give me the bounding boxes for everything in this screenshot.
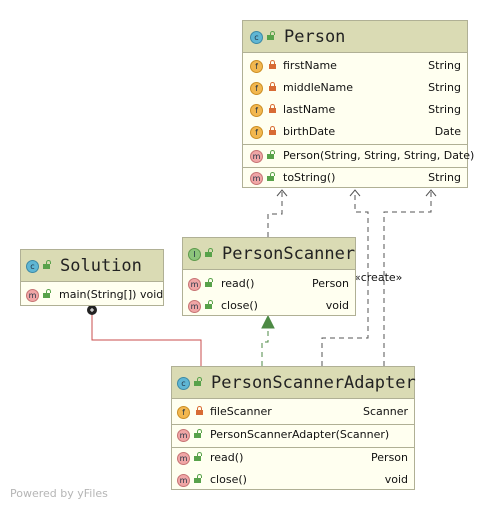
private-icon [269, 104, 276, 114]
create-label: «create» [354, 271, 403, 284]
interface-personscanner[interactable]: I PersonScanner m read() Person m close(… [182, 237, 356, 316]
constructor-row[interactable]: m Person(String, String, String, Date) [243, 145, 474, 167]
edge-adapter-implements-personscanner [261, 314, 275, 366]
method-name: toString() [283, 171, 336, 184]
class-solution-header: c Solution [21, 250, 163, 282]
class-icon: c [26, 260, 39, 273]
method-name: close() [210, 473, 247, 486]
field-name: middleName [283, 81, 354, 94]
separator [243, 167, 467, 168]
method-icon: m [177, 429, 190, 442]
field-type: String [428, 103, 461, 116]
public-icon [205, 278, 213, 288]
method-type: Person [312, 277, 349, 290]
method-icon: m [177, 474, 190, 487]
class-person-title: Person [284, 27, 346, 47]
method-row[interactable]: m close() void [183, 295, 355, 317]
public-icon [205, 248, 213, 258]
method-icon: m [188, 278, 201, 291]
method-row[interactable]: m toString() String [243, 167, 467, 189]
public-icon [194, 452, 202, 462]
separator [243, 144, 467, 145]
public-icon [267, 172, 275, 182]
interface-personscanner-header: I PersonScanner [183, 238, 355, 270]
constructor-name: PersonScannerAdapter(Scanner) [210, 428, 390, 441]
class-person-header: c Person [243, 21, 467, 53]
field-icon: f [250, 104, 263, 117]
method-type: String [428, 171, 461, 184]
public-icon [194, 474, 202, 484]
method-icon: m [188, 300, 201, 313]
private-icon [269, 60, 276, 70]
method-row[interactable]: m read() Person [183, 273, 355, 295]
field-icon: f [250, 82, 263, 95]
field-row[interactable]: f lastName String [243, 99, 467, 121]
powered-by-footer: Powered by yFiles [10, 487, 108, 500]
method-name: read() [221, 277, 255, 290]
field-row[interactable]: f middleName String [243, 77, 467, 99]
field-icon: f [250, 60, 263, 73]
method-icon: m [177, 452, 190, 465]
class-icon: c [177, 377, 190, 390]
field-type: Scanner [362, 405, 408, 418]
class-icon: c [250, 31, 263, 44]
field-type: String [428, 59, 461, 72]
interface-personscanner-title: PersonScanner [222, 244, 356, 264]
field-name: birthDate [283, 125, 336, 138]
method-icon: m [26, 289, 39, 302]
interface-icon: I [188, 248, 201, 261]
constructor-row[interactable]: m PersonScannerAdapter(Scanner) [172, 424, 414, 446]
field-row[interactable]: f birthDate Date [243, 121, 467, 143]
class-solution-title: Solution [60, 256, 142, 276]
edge-solution-adapter [87, 305, 202, 366]
edge-personscanner-person [267, 189, 288, 237]
class-person[interactable]: c Person f firstName String f middleName… [242, 20, 474, 189]
public-icon [205, 300, 213, 310]
field-type: String [428, 81, 461, 94]
field-type: Date [434, 125, 461, 138]
method-name: main(String[]) void [59, 288, 164, 301]
method-row[interactable]: m main(String[]) void [21, 284, 163, 306]
class-personscanneradapter-header: c PersonScannerAdapter [172, 367, 416, 399]
public-icon [194, 429, 202, 439]
public-icon [267, 31, 275, 41]
constructor-name: Person(String, String, String, Date) [283, 149, 475, 162]
edge-adapter-person-create [321, 189, 437, 366]
public-icon [43, 260, 51, 270]
method-icon: m [250, 150, 263, 163]
public-icon [267, 150, 275, 160]
private-icon [269, 126, 276, 136]
method-type: void [325, 299, 349, 312]
class-personscanneradapter-title: PersonScannerAdapter [211, 373, 416, 393]
method-name: close() [221, 299, 258, 312]
class-solution[interactable]: c Solution m main(String[]) void [20, 249, 164, 306]
field-name: firstName [283, 59, 337, 72]
method-type: void [384, 473, 408, 486]
method-name: read() [210, 451, 244, 464]
method-type: Person [371, 451, 408, 464]
field-icon: f [250, 126, 263, 139]
field-row[interactable]: f firstName String [243, 55, 467, 77]
separator [172, 447, 414, 448]
private-icon [269, 82, 276, 92]
field-name: lastName [283, 103, 336, 116]
field-icon: f [177, 406, 190, 419]
public-icon [194, 377, 202, 387]
method-icon: m [250, 172, 263, 185]
separator [172, 424, 414, 425]
method-row[interactable]: m read() Person [172, 447, 414, 469]
class-personscanneradapter[interactable]: c PersonScannerAdapter f fileScanner Sca… [171, 366, 416, 491]
field-name: fileScanner [210, 405, 272, 418]
method-row[interactable]: m close() void [172, 469, 414, 491]
private-icon [196, 406, 203, 416]
public-icon [43, 289, 51, 299]
field-row[interactable]: f fileScanner Scanner [172, 401, 414, 423]
